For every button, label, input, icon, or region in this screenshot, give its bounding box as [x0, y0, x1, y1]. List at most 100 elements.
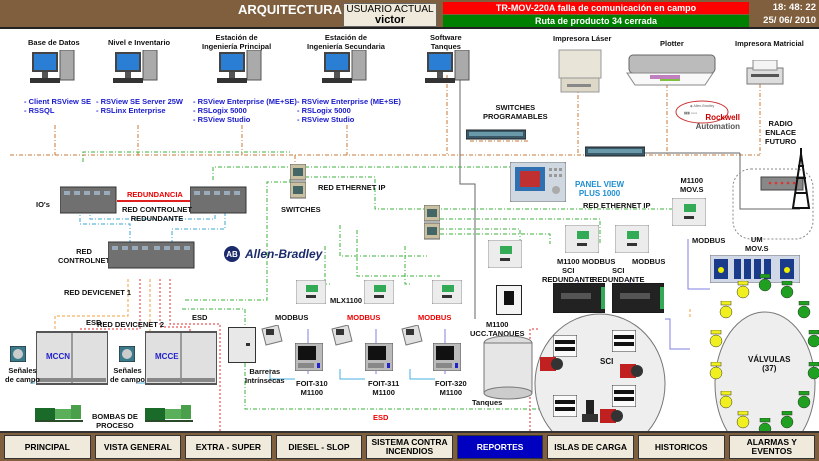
plotter[interactable]: [625, 53, 720, 93]
ticket-printer-3[interactable]: [400, 324, 424, 352]
valve-yellow[interactable]: [735, 410, 751, 434]
m1100-movs-controller[interactable]: [671, 197, 707, 231]
event-banner[interactable]: Ruta de producto 34 cerrada: [443, 15, 749, 27]
valve-green[interactable]: [806, 329, 819, 353]
allen-bradley-logo: AB Allen-Bradley: [223, 245, 322, 268]
terminal-icon: [432, 342, 462, 372]
matrix-printer[interactable]: [745, 59, 785, 93]
m1100-controller-311[interactable]: [363, 279, 395, 309]
m1100-ucc-controller[interactable]: [487, 239, 523, 273]
valve-green[interactable]: [779, 410, 795, 434]
pc-icon[interactable]: [217, 49, 267, 93]
controllogix-rack-io-right[interactable]: [189, 185, 247, 220]
valves-ring: [714, 311, 816, 431]
mccn-cabinet[interactable]: MCCN: [35, 330, 109, 391]
software-item: - RSLinx Enterprise: [96, 106, 166, 115]
nav-vista-general[interactable]: VISTA GENERAL: [94, 435, 182, 459]
ticket-printer-2[interactable]: [330, 324, 354, 352]
nav-islas-de-carga[interactable]: ISLAS DE CARGA: [547, 435, 634, 459]
m1100-ucc-label: M1100 UCC.TANQUES: [470, 320, 525, 338]
m1100-controller-320[interactable]: [431, 279, 463, 309]
ab-logo-icon: AB: [224, 246, 240, 262]
nav-alarmas-y-eventos[interactable]: ALARMAS Y EVENTOS: [728, 435, 816, 459]
cabinet-icon: [227, 326, 257, 364]
process-pump-2[interactable]: [145, 403, 193, 428]
valve-green[interactable]: [796, 390, 812, 414]
laser-printer-icon: [558, 49, 602, 93]
bottom-navigation: PRINCIPAL VISTA GENERAL EXTRA - SUPER DI…: [0, 431, 819, 461]
controllogix-rack-io-left[interactable]: [59, 185, 117, 220]
station-label-eng-main: Estación de Ingeniería Principal: [202, 33, 272, 51]
ticket-printer-1[interactable]: [260, 324, 284, 352]
rockwell-swoosh-icon: ◈ Allen-Bradley▮▮▮ ▭▭: [675, 100, 729, 124]
terminal-icon: [294, 342, 324, 372]
radio-future-enclosure: [732, 168, 814, 240]
pc-icon[interactable]: [322, 49, 372, 93]
foit-311-terminal[interactable]: [364, 342, 394, 376]
intrinsic-barrier-cabinet[interactable]: [227, 326, 257, 368]
alarm-banner[interactable]: TR-MOV-220A falla de comunicación en cam…: [443, 2, 749, 14]
sci-panel-1[interactable]: [552, 282, 606, 318]
valve-yellow[interactable]: [708, 329, 724, 353]
ethernet-switch-stack-2[interactable]: [423, 204, 441, 246]
software-item: - RSView SE Server 25W: [96, 97, 183, 106]
field-signal-2[interactable]: [118, 345, 136, 367]
laser-printer[interactable]: [557, 48, 603, 99]
sci-panel-2[interactable]: [611, 282, 665, 318]
valve-green[interactable]: [806, 361, 819, 385]
tank-gauge-unit[interactable]: [495, 284, 523, 320]
gas-detector[interactable]: [580, 400, 600, 429]
controller-module-icon: [295, 279, 327, 305]
station-label-tanks-software: Software Tanques: [430, 33, 462, 51]
panelview-terminal[interactable]: [509, 161, 567, 207]
field-signals-label-2: Señales de campo: [110, 366, 146, 384]
ethernet-switch-stack[interactable]: [289, 163, 307, 205]
sci-notifier-panel[interactable]: [552, 394, 578, 422]
valve-green[interactable]: [757, 273, 773, 297]
um-movs-rack[interactable]: [709, 254, 801, 288]
controller-module-icon: [614, 224, 650, 254]
flame-detector[interactable]: [620, 360, 644, 387]
valve-yellow[interactable]: [735, 280, 751, 304]
nav-extra-super[interactable]: EXTRA - SUPER: [185, 435, 272, 459]
pc-icon[interactable]: [113, 49, 163, 93]
process-pump-1[interactable]: [35, 403, 83, 428]
m1100-movs-label: M1100 MOV.S: [680, 176, 704, 194]
svg-text:◈ Allen-Bradley: ◈ Allen-Bradley: [690, 104, 715, 108]
flame-detector[interactable]: [600, 405, 624, 432]
nav-sistema-contra-incendios[interactable]: SISTEMA CONTRA INCENDIOS: [366, 435, 453, 459]
um-movs-label: UM MOV.S: [745, 235, 769, 253]
panelview-label: PANEL VIEW PLUS 1000: [575, 180, 625, 198]
sci-notifier-panel[interactable]: [611, 329, 637, 357]
nav-principal[interactable]: PRINCIPAL: [4, 435, 91, 459]
foit-320-terminal[interactable]: [432, 342, 462, 376]
valve-green[interactable]: [796, 300, 812, 324]
mcc-cabinet-icon: [35, 331, 109, 385]
valve-green[interactable]: [779, 280, 795, 304]
valve-yellow[interactable]: [718, 390, 734, 414]
m1100-sci-redundant-label: M1100 SCI REDUNDANTE: [542, 257, 595, 284]
field-signal-1[interactable]: [9, 345, 27, 367]
flame-detector[interactable]: [540, 353, 564, 380]
devicenet2-label: RED DEVICENET 2: [97, 320, 165, 329]
m1100-sci-controller-2[interactable]: [614, 224, 650, 258]
mcce-cabinet[interactable]: MCCE: [144, 330, 218, 391]
controllogix-main-rack[interactable]: [107, 240, 196, 275]
foit-310-terminal[interactable]: [294, 342, 324, 376]
nav-reportes[interactable]: REPORTES: [456, 435, 544, 459]
computer-icon: [217, 49, 262, 83]
nav-historicos[interactable]: HISTORICOS: [637, 435, 725, 459]
valve-yellow[interactable]: [708, 361, 724, 385]
storage-tank[interactable]: [483, 335, 533, 406]
tanks-label: Tanques: [472, 398, 503, 407]
m1100-controller-310[interactable]: [295, 279, 327, 309]
valve-yellow[interactable]: [718, 300, 734, 324]
radio-modem[interactable]: [760, 176, 804, 197]
m1100-sci-controller-1[interactable]: [564, 224, 600, 258]
pc-icon[interactable]: [30, 49, 80, 93]
programmable-switch-1[interactable]: [465, 128, 527, 146]
pc-icon[interactable]: [425, 49, 475, 93]
programmable-switch-2[interactable]: [584, 145, 646, 163]
nav-diesel-slop[interactable]: DIESEL - SLOP: [275, 435, 363, 459]
field-signal-icon: [118, 345, 136, 363]
